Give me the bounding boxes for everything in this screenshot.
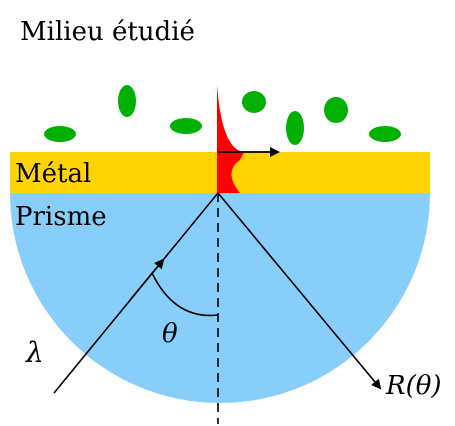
- prism-label: Prisme: [15, 202, 107, 232]
- evanescent-field: [217, 85, 244, 193]
- angle-arc: [151, 272, 219, 317]
- molecule: [324, 97, 348, 123]
- molecule: [44, 126, 76, 142]
- reflectance-label: R(θ): [385, 371, 442, 401]
- molecule: [369, 126, 401, 142]
- angle-label: θ: [162, 319, 178, 349]
- medium-label: Milieu étudié: [20, 17, 195, 47]
- molecules: [44, 85, 401, 145]
- prism-shape: [10, 193, 430, 403]
- reflected-ray: [217, 192, 382, 390]
- molecule: [286, 111, 304, 145]
- wavelength-label: λ: [25, 336, 44, 369]
- molecule: [242, 91, 266, 113]
- incident-ray-arrow: [129, 258, 165, 301]
- molecule: [118, 85, 136, 117]
- metal-label: Métal: [15, 159, 91, 189]
- molecule: [170, 118, 202, 134]
